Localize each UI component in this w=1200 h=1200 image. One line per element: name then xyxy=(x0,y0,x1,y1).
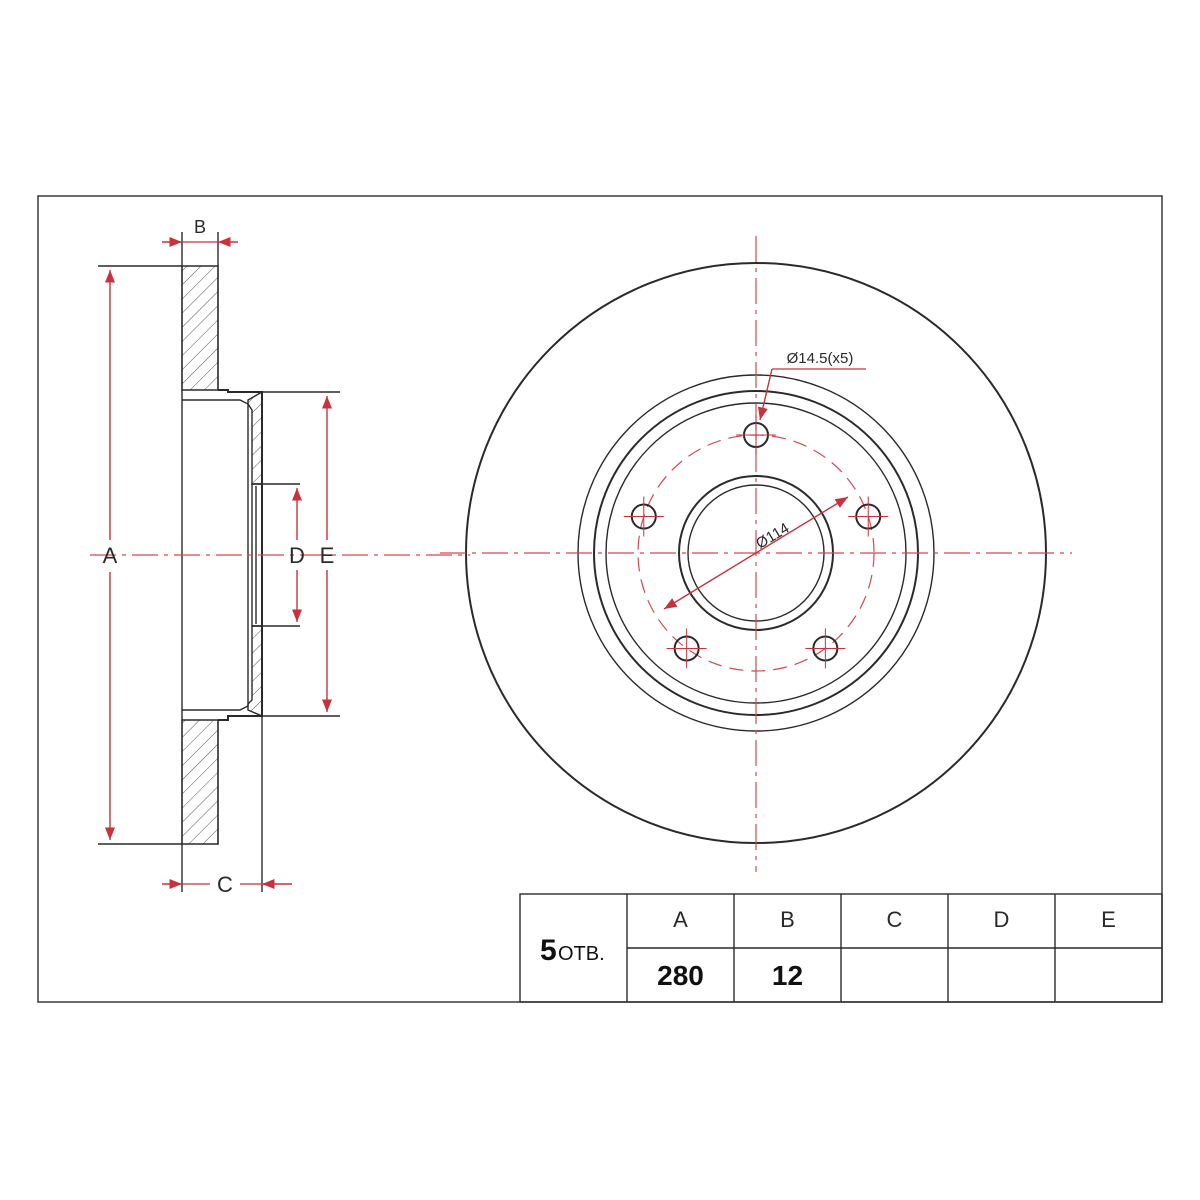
bolt-hole-label: Ø14.5(x5) xyxy=(787,350,854,367)
table-value-a: 280 xyxy=(657,960,704,991)
dim-d-label: D xyxy=(289,543,305,568)
holes-count: 5 xyxy=(540,934,557,967)
holes-count-number: 5 xyxy=(540,934,557,967)
hat-hatch-top xyxy=(247,390,263,485)
table-header-e: E xyxy=(1101,907,1116,932)
table-header-d: D xyxy=(994,907,1010,932)
table-header-c: C xyxy=(887,907,903,932)
table-header-b: B xyxy=(780,907,795,932)
table-header-a: A xyxy=(673,907,688,932)
bolt-hole-leader-arrow xyxy=(757,368,773,421)
table-cells: A 280 B 12 C D E xyxy=(657,894,1116,1002)
holes-unit: ОТВ. xyxy=(558,943,605,965)
table-value-b: 12 xyxy=(772,960,803,991)
side-section-view: A B C D E xyxy=(90,217,470,897)
pcd-label: Ø114 xyxy=(753,520,792,553)
spec-table: A 280 B 12 C D E 5 ОТВ. xyxy=(519,893,1163,1003)
dim-b-label: B xyxy=(194,217,206,237)
section-hatch-bottom xyxy=(181,719,219,845)
hat-hatch-bottom xyxy=(247,625,263,718)
front-view: Ø114 Ø14.5(x5) xyxy=(440,236,1072,872)
dim-a-label: A xyxy=(103,543,118,568)
bolt-holes xyxy=(623,415,889,669)
pcd-dimension-line xyxy=(663,496,849,610)
hat-outline xyxy=(218,389,263,721)
dim-c-label: C xyxy=(217,872,233,897)
dim-e-label: E xyxy=(320,543,335,568)
section-hatch-top xyxy=(181,265,219,391)
